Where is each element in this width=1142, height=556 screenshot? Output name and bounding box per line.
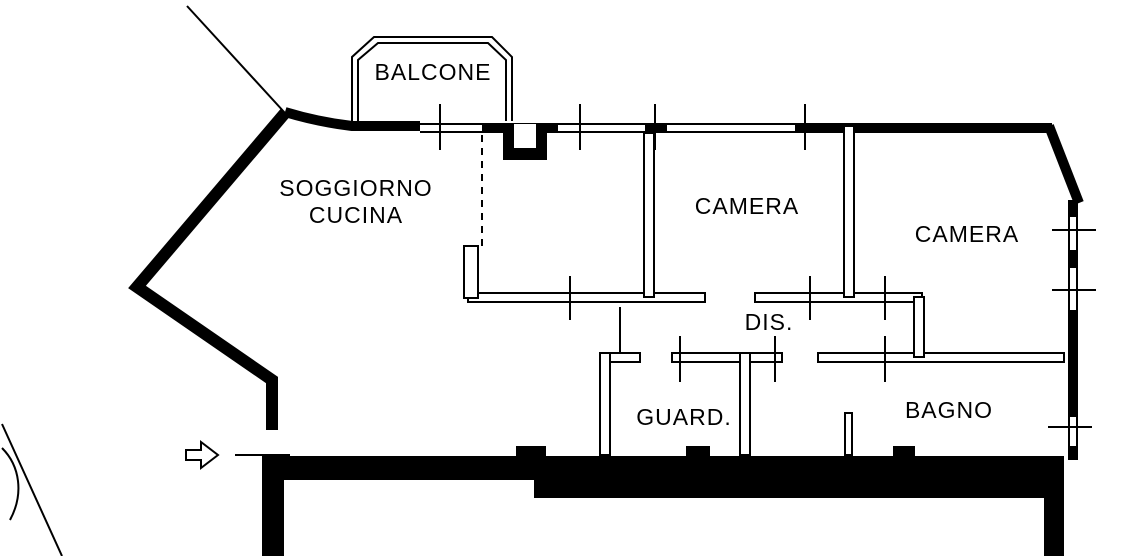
room-label-balcone: BALCONE: [375, 59, 492, 85]
wall-bottom: [262, 456, 1064, 480]
entrance-arrow-shape: [185, 439, 220, 471]
wall-stub: [463, 245, 479, 299]
room-label-camera-1: CAMERA: [695, 193, 799, 219]
construction-lines: [1, 5, 286, 556]
wall-right-angled: [1044, 124, 1084, 205]
windows: [420, 123, 1078, 446]
room-label-bagno: BAGNO: [905, 397, 993, 423]
partition-dis-right: [754, 292, 923, 303]
exterior-walls: [128, 107, 1084, 480]
room-label-disimpegno: DIS.: [745, 309, 794, 335]
lower-structure-walls: [262, 478, 1064, 556]
balcony-outline: [351, 36, 513, 121]
door-swing-arc: [1, 447, 20, 521]
partition-guard-top-right: [671, 352, 783, 363]
room-label-soggiorno: SOGGIORNO: [279, 175, 432, 201]
room-labels: BALCONE SOGGIORNO CUCINA CAMERA CAMERA D…: [279, 59, 1019, 430]
partition-guard-bagno: [739, 352, 751, 456]
partition-between-cameras: [843, 125, 855, 298]
window-camera-2-upper: [1068, 217, 1078, 250]
window-kitchen: [558, 123, 645, 133]
boundary-line-top-left: [186, 5, 286, 114]
room-label-camera-2: CAMERA: [915, 221, 1019, 247]
balcony-inner-line: [357, 42, 507, 121]
partition-camera-1-left: [643, 132, 655, 298]
partition-dis-end: [913, 296, 925, 358]
window-balcony-door: [420, 123, 482, 133]
tick-marks: [235, 104, 1096, 456]
pillar-niche: [514, 124, 536, 148]
wall-top-left: [283, 107, 420, 131]
room-label-guardaroba: GUARD.: [636, 404, 731, 430]
partition-guard-left: [599, 352, 611, 456]
room-label-cucina: CUCINA: [309, 202, 403, 228]
partition-bagno-top: [817, 352, 1065, 363]
lower-wall-right: [1044, 498, 1064, 556]
wall-left-angled: [128, 109, 290, 430]
wall-bottom-nub-3: [893, 446, 915, 458]
boundary-line-bottom-left: [1, 423, 63, 556]
partition-kitchen-dis-left: [467, 292, 706, 303]
balcony-outer-line: [351, 36, 513, 121]
window-camera-1: [667, 123, 795, 133]
wall-bottom-nub-1: [516, 446, 546, 458]
window-bagno: [1068, 417, 1078, 446]
lower-wall-left: [262, 480, 284, 556]
bagno-door-leaf: [844, 412, 853, 456]
lower-wall-horizontal: [534, 478, 1064, 498]
interior-walls: [463, 125, 1065, 456]
entrance-arrow-icon: [185, 439, 220, 471]
wall-bottom-nub-2: [686, 446, 710, 458]
